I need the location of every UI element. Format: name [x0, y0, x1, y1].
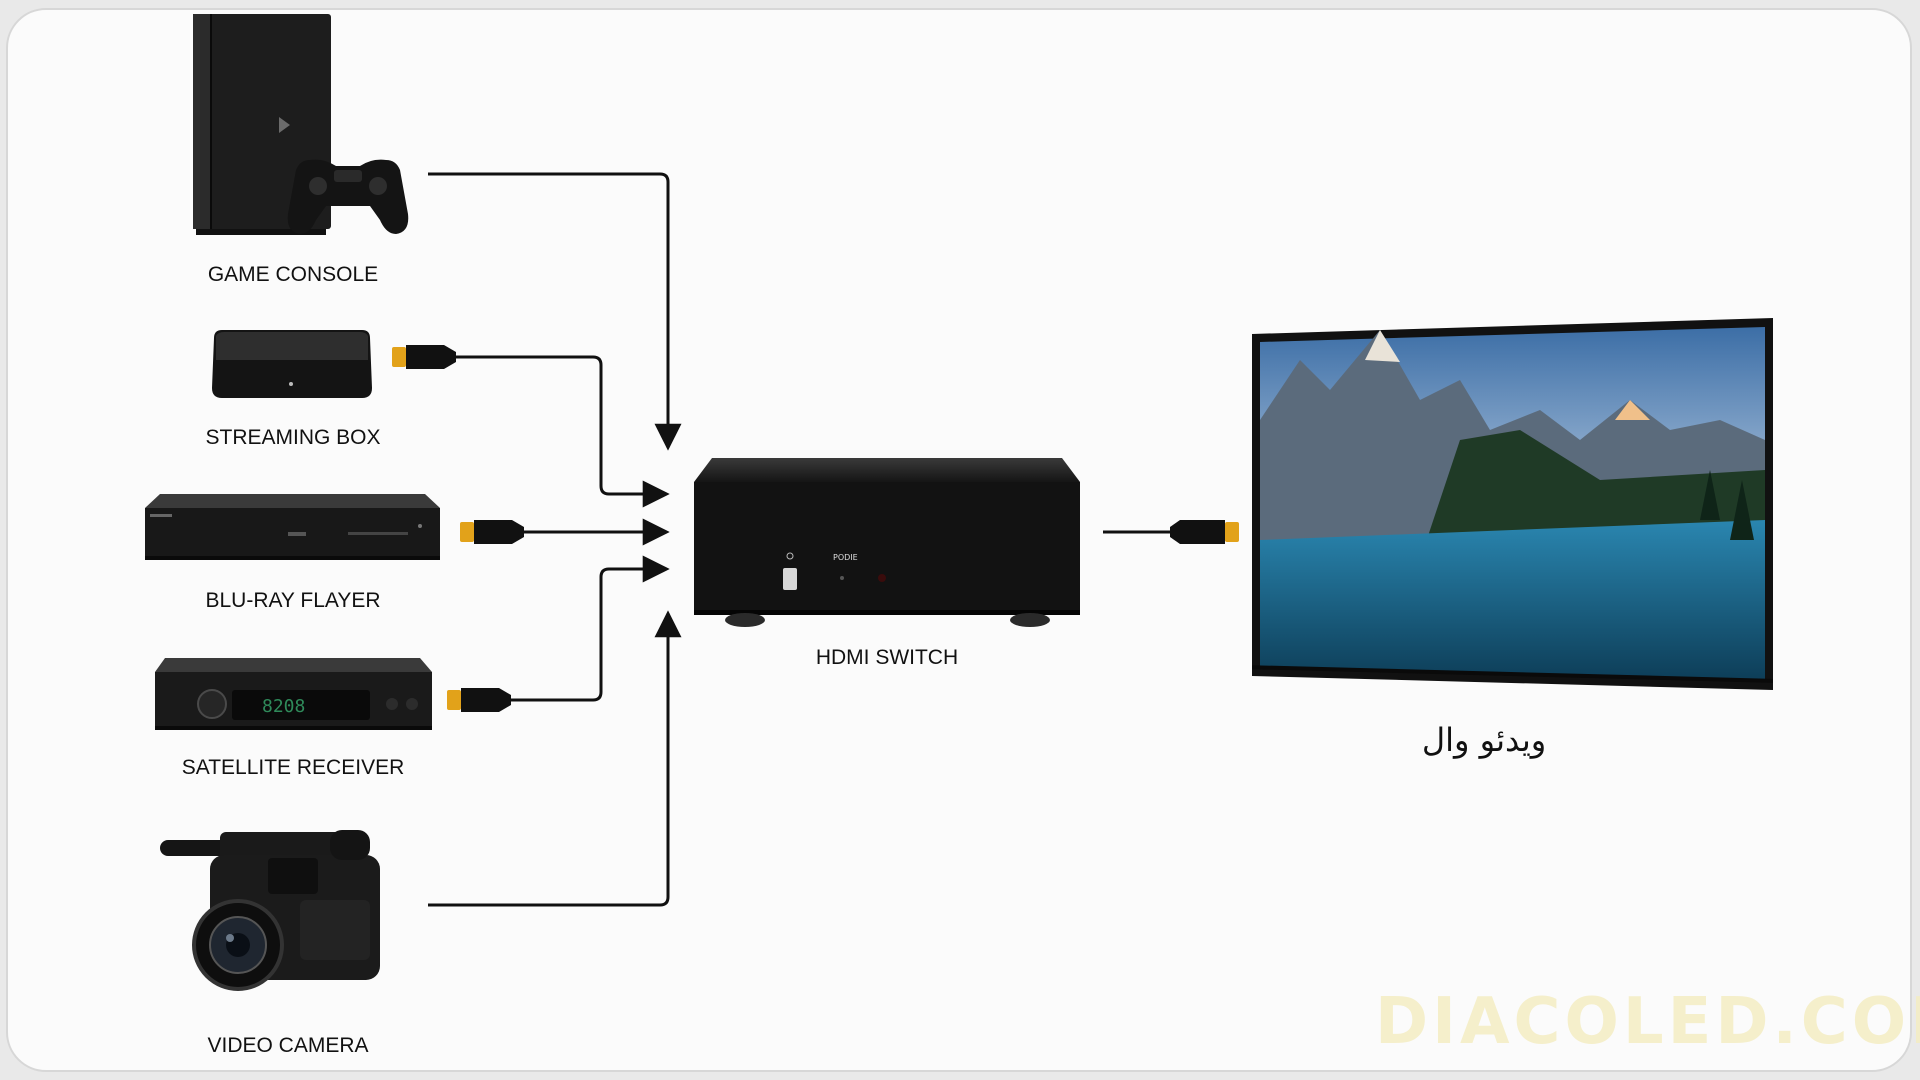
- bluray-player-label: BLU-RAY FLAYER: [205, 589, 380, 612]
- streaming-box-icon: [212, 330, 372, 398]
- hdmi-connector-display: [1170, 520, 1239, 544]
- line-streaming-box: [452, 355, 670, 508]
- switch-panel-mode-text: PODIE: [833, 553, 858, 562]
- game-console-label: GAME CONSOLE: [208, 263, 378, 286]
- line-game-console: [428, 172, 682, 451]
- hdmi-connector-satellite: [447, 688, 511, 712]
- streaming-box-label: STREAMING BOX: [205, 426, 380, 449]
- video-camera-icon: [160, 830, 380, 991]
- hdmi-switch-icon: PODIE: [694, 458, 1080, 627]
- hdmi-connector-streaming: [392, 345, 456, 369]
- bluray-player-icon: [145, 494, 440, 560]
- video-camera-label: VIDEO CAMERA: [207, 1034, 368, 1057]
- line-satellite: [506, 555, 670, 702]
- hdmi-switch-label: HDMI SWITCH: [816, 646, 958, 669]
- satellite-receiver-icon: 8208: [155, 658, 432, 730]
- satellite-receiver-label: SATELLITE RECEIVER: [182, 756, 405, 779]
- hdmi-connector-bluray: [460, 520, 524, 544]
- game-console-icon: [193, 14, 409, 235]
- video-wall-display-icon: [1252, 318, 1773, 690]
- satellite-display-text: 8208: [262, 696, 305, 717]
- video-wall-label: ویدئو وال: [1422, 721, 1546, 759]
- line-video-camera: [428, 610, 682, 907]
- watermark-text: DIACOLED.COM: [1375, 985, 1920, 1059]
